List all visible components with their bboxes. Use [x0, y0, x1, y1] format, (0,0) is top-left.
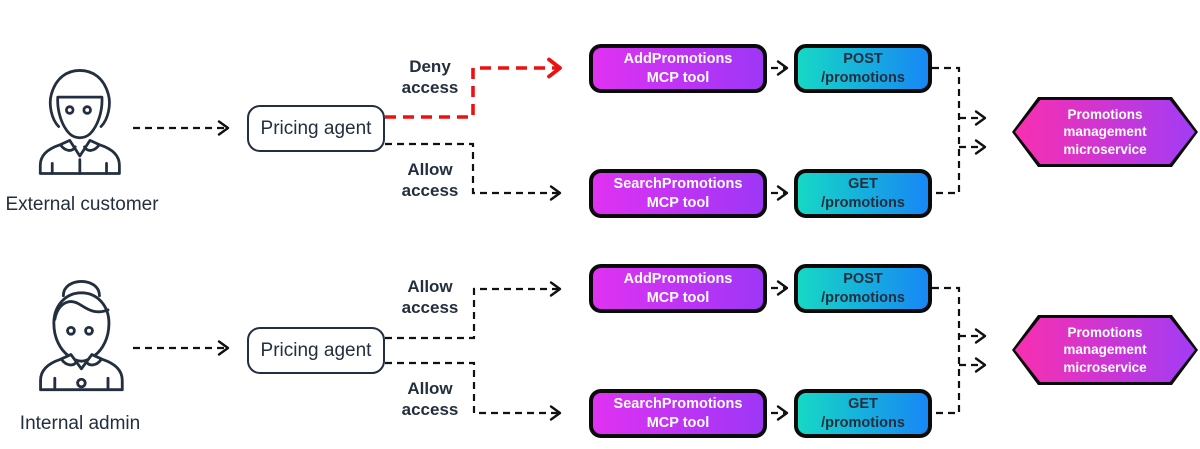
- face-outline: [56, 95, 104, 140]
- access-label-allow: Allow access: [401, 379, 459, 419]
- service-label-line: management: [1063, 124, 1147, 140]
- api-path: /promotions: [821, 414, 905, 431]
- row2-connectors: [133, 280, 987, 421]
- mcp-tool-type: MCP tool: [646, 69, 710, 86]
- pricing-agent-box: Pricing agent: [247, 327, 385, 374]
- pricing-agent-label: Pricing agent: [260, 117, 372, 139]
- collar-lines: [60, 357, 103, 367]
- pricing-agent-label: Pricing agent: [260, 339, 372, 361]
- api-method: POST: [843, 271, 883, 288]
- eye: [66, 325, 76, 336]
- deny-access-arrow: [385, 57, 562, 119]
- mcp-tool-addpromotions: AddPromotions MCP tool: [589, 264, 767, 313]
- service-label-line: management: [1063, 342, 1147, 358]
- api-junction-line: [932, 66, 961, 195]
- mcp-tool-name: SearchPromotions: [613, 176, 743, 193]
- access-label-deny: Deny access: [401, 57, 459, 97]
- button: [76, 377, 87, 389]
- api-path: /promotions: [821, 194, 905, 211]
- service-hexagon-inner: Promotions management microservice: [1015, 100, 1195, 164]
- mcp-tool-type: MCP tool: [646, 414, 710, 431]
- service-label-line: Promotions: [1067, 107, 1143, 123]
- eye: [65, 105, 75, 115]
- api-get-promotions: GET /promotions: [794, 169, 932, 218]
- service-label-line: microservice: [1063, 359, 1147, 375]
- mcp-tool-addpromotions: AddPromotions MCP tool: [589, 44, 767, 93]
- api-post-promotions: POST /promotions: [794, 44, 932, 93]
- service-hexagon-inner: Promotions management microservice: [1015, 318, 1195, 382]
- hairline: [53, 300, 110, 321]
- hair-bun: [61, 280, 101, 298]
- external-customer-person-icon: [38, 69, 121, 175]
- mcp-tool-searchpromotions: SearchPromotions MCP tool: [589, 169, 767, 218]
- head-outline: [52, 291, 111, 363]
- api-method: POST: [843, 51, 883, 68]
- shirt-dashes: [50, 158, 108, 175]
- mcp-tool-name: SearchPromotions: [613, 396, 743, 413]
- service-label-line: Promotions: [1067, 325, 1143, 341]
- service-hexagon: Promotions management microservice: [1012, 97, 1198, 167]
- pricing-agent-box: Pricing agent: [247, 105, 385, 152]
- collar-lines: [59, 143, 101, 152]
- api-method: GET: [848, 176, 878, 193]
- hair-outline: [48, 69, 111, 128]
- access-label-allow: Allow access: [401, 160, 459, 200]
- eye: [82, 105, 92, 115]
- mcp-tool-searchpromotions: SearchPromotions MCP tool: [589, 389, 767, 438]
- shirt-dashes: [53, 376, 110, 391]
- mcp-tool-type: MCP tool: [646, 194, 710, 211]
- mcp-tool-name: AddPromotions: [623, 51, 733, 68]
- internal-admin-person-icon: [39, 280, 124, 392]
- api-path: /promotions: [821, 289, 905, 306]
- mcp-tool-name: AddPromotions: [623, 271, 733, 288]
- row1-connectors: [133, 57, 987, 201]
- api-path: /promotions: [821, 69, 905, 86]
- allow-access-arrow: [385, 281, 562, 340]
- api-post-promotions: POST /promotions: [794, 264, 932, 313]
- api-method: GET: [848, 396, 878, 413]
- allow-access-arrow: [385, 142, 562, 201]
- eye: [84, 325, 94, 336]
- actor-label-external-customer: External customer: [5, 194, 159, 215]
- actor-label-internal-admin: Internal admin: [19, 413, 141, 434]
- api-get-promotions: GET /promotions: [794, 389, 932, 438]
- api-junction-line: [932, 286, 961, 415]
- service-label-line: microservice: [1063, 141, 1147, 157]
- access-label-allow: Allow access: [401, 277, 459, 317]
- mcp-tool-type: MCP tool: [646, 289, 710, 306]
- service-hexagon: Promotions management microservice: [1012, 315, 1198, 385]
- allow-access-arrow: [385, 361, 562, 421]
